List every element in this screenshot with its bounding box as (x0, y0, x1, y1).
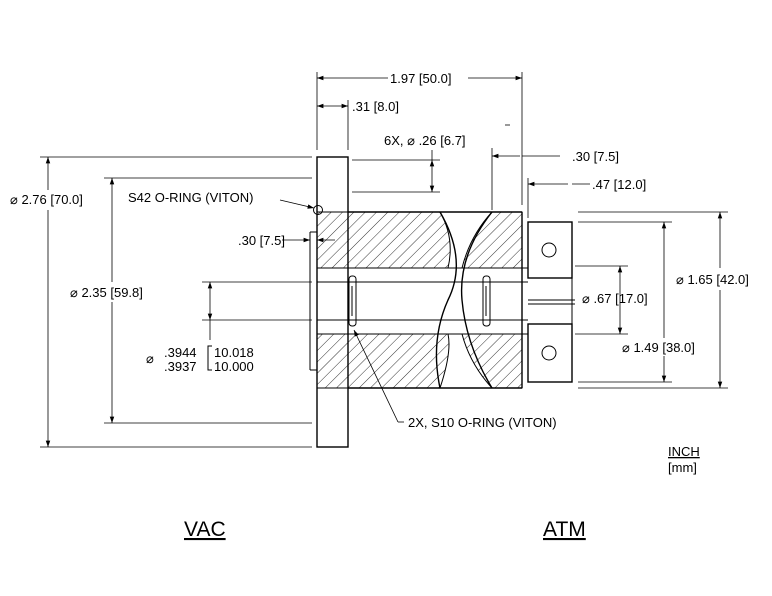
dim-bore-mm-max: 10.018 (214, 345, 254, 360)
dim-port: ⌀ .67 [17.0] (582, 291, 648, 306)
note-s42-oring: S42 O-RING (VITON) (128, 190, 253, 205)
connector-hole-top (541, 242, 557, 258)
section-lower-left (316, 333, 450, 389)
dim-bore-prefix: ⌀ (146, 351, 154, 366)
s42-oring (313, 205, 323, 215)
side-label-atm: ATM (543, 518, 586, 541)
dim-flange-thickness: .31 [8.0] (352, 99, 399, 114)
side-label-vac: VAC (184, 518, 226, 541)
dim-overall-length: 1.97 [50.0] (390, 71, 451, 86)
dimension-text: 1.97 [50.0] .31 [8.0] 6X, ⌀ .26 [6.7] .3… (10, 71, 749, 541)
dimension-lines (40, 72, 728, 448)
connector-block (527, 221, 575, 383)
dim-right-step-b: .47 [12.0] (592, 177, 646, 192)
section-upper-right (461, 211, 523, 269)
note-s10-oring: 2X, S10 O-RING (VITON) (408, 415, 557, 430)
hatched-sections (316, 211, 523, 389)
flange (316, 156, 349, 448)
units-secondary: [mm] (668, 460, 697, 475)
dim-right-step-a: .30 [7.5] (572, 149, 619, 164)
dim-bolt-holes: 6X, ⌀ .26 [6.7] (384, 133, 466, 148)
dim-flange-od: ⌀ 2.76 [70.0] (10, 192, 83, 207)
dim-bolt-circle: ⌀ 2.35 [59.8] (70, 285, 143, 300)
dim-bore-inch-max: .3944 (164, 345, 197, 360)
connector-hole-bottom (541, 345, 557, 361)
s10-oring-grooves (348, 275, 491, 327)
dim-step-left: .30 [7.5] (238, 233, 285, 248)
units-primary: INCH (668, 444, 700, 459)
dim-bore-mm-min: 10.000 (214, 359, 254, 374)
dim-bore-inch-min: .3937 (164, 359, 197, 374)
part-outline (309, 156, 528, 448)
section-lower-right (461, 333, 523, 389)
dim-body-od: ⌀ 1.65 [42.0] (676, 272, 749, 287)
section-upper-left (316, 211, 451, 269)
dim-inner-od: ⌀ 1.49 [38.0] (622, 340, 695, 355)
